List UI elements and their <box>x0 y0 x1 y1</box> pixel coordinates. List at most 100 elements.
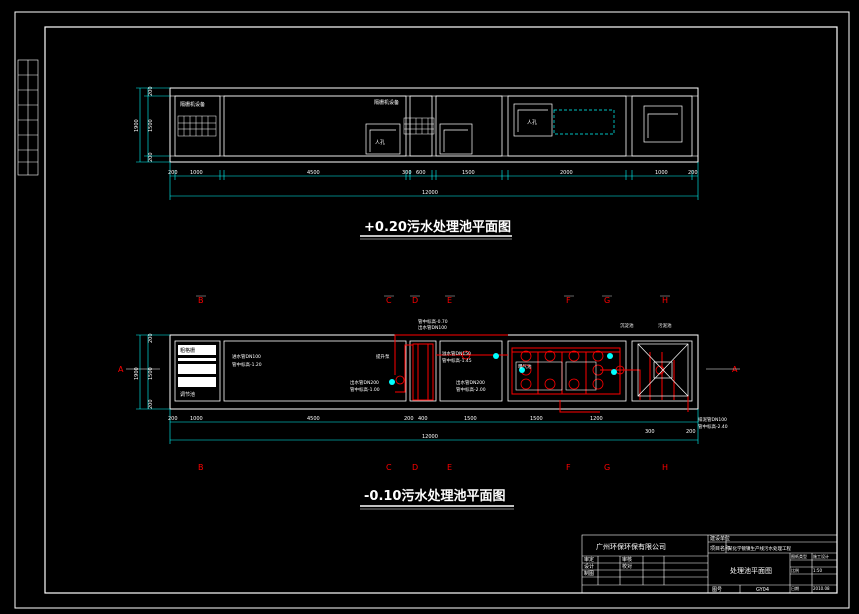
title-right-3: 比例 <box>791 567 799 573</box>
bottom-vdim-3: 200 <box>148 333 154 343</box>
bottom-room-2 <box>223 340 407 402</box>
manhole-d <box>643 105 683 143</box>
top-dim-4: 300 <box>402 170 412 176</box>
left-side-table <box>17 59 39 176</box>
axis-d-bottom: D <box>412 463 418 472</box>
top-dim-8: 1000 <box>655 170 668 176</box>
manhole-c <box>513 103 615 137</box>
bottom-dim-7: 1500 <box>530 416 543 422</box>
title-drawing-no: GY04 <box>756 587 769 593</box>
top-room-1 <box>174 95 221 157</box>
title-row-4: 校对 <box>622 563 632 570</box>
title-right-4: 1:50 <box>813 568 822 573</box>
top-label-grating-1: 隔栅机设备 <box>180 101 205 108</box>
top-dim-2: 1000 <box>190 170 203 176</box>
left-label-2: 调节池 <box>180 391 195 398</box>
top-vdim-4: 200 <box>148 152 154 162</box>
outer-frame <box>14 11 850 609</box>
note-outlet-1: 出水管DN200 <box>350 379 379 386</box>
section-mark-left: A <box>118 365 124 374</box>
bottom-dim-lines <box>136 334 699 444</box>
grating-left <box>177 115 217 137</box>
title-right-2: 施工设计 <box>813 553 829 559</box>
bottom-plan-title: -0.10污水处理池平面图 <box>364 488 505 504</box>
axis-c-top: C <box>386 296 392 305</box>
sedimentation-hopper <box>637 343 689 397</box>
bottom-dim-8: 1200 <box>590 416 603 422</box>
title-company: 广州环保环保有限公司 <box>596 542 666 551</box>
note-settling: 沉淀池 <box>620 322 634 329</box>
top-room-4 <box>435 95 503 157</box>
top-dim-lines <box>136 87 699 200</box>
left-label-1: 粗格栅 <box>180 347 195 354</box>
note-inlet-level: 管中标高-1.20 <box>232 361 262 368</box>
note-outlet-1-level: 管中标高-1.00 <box>350 386 380 393</box>
axis-b-bottom: B <box>198 463 204 472</box>
top-vdim-3: 200 <box>148 86 154 96</box>
top-dim-6: 1500 <box>462 170 475 176</box>
aerator-circles <box>395 350 665 390</box>
title-row-5: 制图 <box>584 570 594 577</box>
top-label-manhole-1: 人孔 <box>375 139 385 146</box>
bottom-room-4 <box>439 340 503 402</box>
title-right-6: 2010.08 <box>813 586 830 591</box>
top-room-2 <box>223 95 407 157</box>
title-row-2: 审核 <box>622 556 632 563</box>
bottom-room-5 <box>507 340 627 402</box>
axis-labels-bottom: B C D E F G H <box>198 463 668 472</box>
pipes <box>394 334 689 413</box>
bottom-dim-2: 1000 <box>190 416 203 422</box>
pump-markers <box>389 353 617 385</box>
title-row-1: 审定 <box>584 556 594 563</box>
bottom-vdim-2: 1500 <box>148 367 154 380</box>
axis-labels-top: B C D E F G H <box>198 296 668 305</box>
grating-right <box>403 117 435 135</box>
note-aeration: 曝气池 <box>518 363 532 370</box>
coarse-screen <box>178 345 216 387</box>
bottom-dim-3: 4500 <box>307 416 320 422</box>
note-sludge-pipe: 排泥管DN100 <box>698 416 727 423</box>
top-dim-3: 4500 <box>307 170 320 176</box>
axis-c-bottom: C <box>386 463 392 472</box>
note-outlet-3: 出水管DN200 <box>456 379 485 386</box>
title-block <box>581 534 838 594</box>
note-sludge: 污泥池 <box>658 322 672 329</box>
note-outlet-2: 出水管DN100 <box>418 324 447 331</box>
top-room-6 <box>631 95 693 157</box>
axis-h-top: H <box>662 296 668 305</box>
bottom-vdim-1: 1900 <box>134 367 140 380</box>
top-plan-inner-wall <box>169 95 699 157</box>
bottom-vdim-4: 200 <box>148 399 154 409</box>
axis-g-top: G <box>604 296 610 305</box>
note-sludge-pipe-level: 管中标高-2.40 <box>698 423 728 430</box>
title-label-project: 项目名称 <box>710 545 730 552</box>
top-plan: 隔栅机设备 人孔 人孔 隔栅机设备 <box>134 86 699 240</box>
axis-f-top: F <box>566 296 571 305</box>
bottom-dim-5: 400 <box>418 416 428 422</box>
note-outlet-2-level: 管中标高-1.45 <box>442 357 472 364</box>
note-overflow: 溢水管DN150 <box>442 350 471 357</box>
title-right-5: 日期 <box>791 585 799 591</box>
title-project-value: 某化学镀镍生产线污水处理工程 <box>728 545 791 552</box>
title-footer: 图号 <box>712 587 722 593</box>
bottom-dim-total: 12000 <box>422 434 438 440</box>
bottom-dim-6: 1500 <box>464 416 477 422</box>
bottom-room-1 <box>174 340 221 402</box>
top-label-grating-2: 隔栅机设备 <box>374 99 399 106</box>
note-inlet: 进水管DN100 <box>232 353 261 360</box>
bottom-dim-1: 200 <box>168 416 178 422</box>
bottom-room-3 <box>409 340 437 402</box>
title-row-3: 设计 <box>584 563 594 570</box>
inner-frame <box>44 26 838 594</box>
top-dim-total: 12000 <box>422 190 438 196</box>
note-pump: 提升泵 <box>376 353 390 360</box>
title-drawing-name: 处理池平面图 <box>730 566 772 575</box>
axis-f-bottom: F <box>566 463 571 472</box>
top-dim-1: 200 <box>168 170 178 176</box>
bottom-plan-outer-wall <box>169 334 699 410</box>
note-level-top: 管中标高-0.70 <box>418 318 448 325</box>
top-dim-9: 200 <box>688 170 698 176</box>
section-mark-right: A <box>732 365 738 374</box>
top-label-manhole-2: 人孔 <box>527 119 537 126</box>
